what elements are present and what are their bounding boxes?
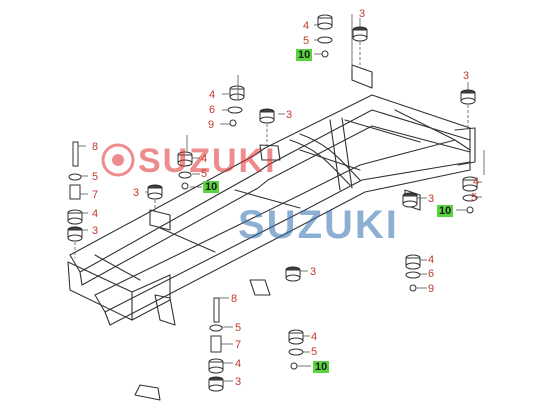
callout-3: 3	[310, 266, 317, 278]
mount-stack-right-lower	[285, 254, 421, 292]
mount-stack-left-upper	[227, 85, 275, 146]
leader-lines	[78, 14, 485, 382]
callout-9: 9	[428, 283, 435, 295]
callout-3: 3	[133, 187, 140, 199]
callout-3: 3	[286, 109, 293, 121]
callout-4: 4	[235, 358, 242, 370]
mount-stack-front-right	[208, 297, 224, 392]
callout-7: 7	[92, 189, 99, 201]
callout-3: 3	[463, 70, 470, 82]
callout-6: 6	[428, 268, 435, 280]
callout-3: 3	[428, 193, 435, 205]
callout-6: 6	[209, 104, 216, 116]
callout-8: 8	[231, 293, 238, 305]
callout-5: 5	[92, 171, 99, 183]
callout-4: 4	[209, 89, 216, 101]
callout-4: 4	[311, 331, 318, 343]
mount-stack-center-lower	[288, 329, 304, 370]
mount-stack-rear-top	[317, 14, 368, 68]
mount-stack-rear-right	[460, 89, 476, 130]
callout-5: 5	[303, 35, 310, 47]
mount-stack-right-mid	[402, 176, 478, 214]
callout-10: 10	[437, 205, 454, 217]
mount-stack-left-mid	[147, 151, 193, 212]
callout-4: 4	[201, 153, 208, 165]
callout-5: 5	[471, 192, 478, 204]
callout-3: 3	[235, 376, 242, 388]
callout-5: 5	[235, 322, 242, 334]
callout-5: 5	[311, 346, 318, 358]
callout-3: 3	[92, 225, 99, 237]
callout-8: 8	[92, 141, 99, 153]
callout-4: 4	[303, 20, 310, 32]
callout-3: 3	[359, 8, 366, 20]
callout-5: 5	[201, 168, 208, 180]
callout-7: 7	[235, 339, 242, 351]
callout-10: 10	[203, 181, 220, 193]
callout-4: 4	[92, 208, 99, 220]
callout-4: 4	[473, 176, 480, 188]
callout-10: 10	[296, 49, 313, 61]
mount-stack-front-left	[67, 141, 83, 258]
callout-9: 9	[208, 119, 215, 131]
callout-10: 10	[313, 361, 330, 373]
callout-4: 4	[428, 254, 435, 266]
